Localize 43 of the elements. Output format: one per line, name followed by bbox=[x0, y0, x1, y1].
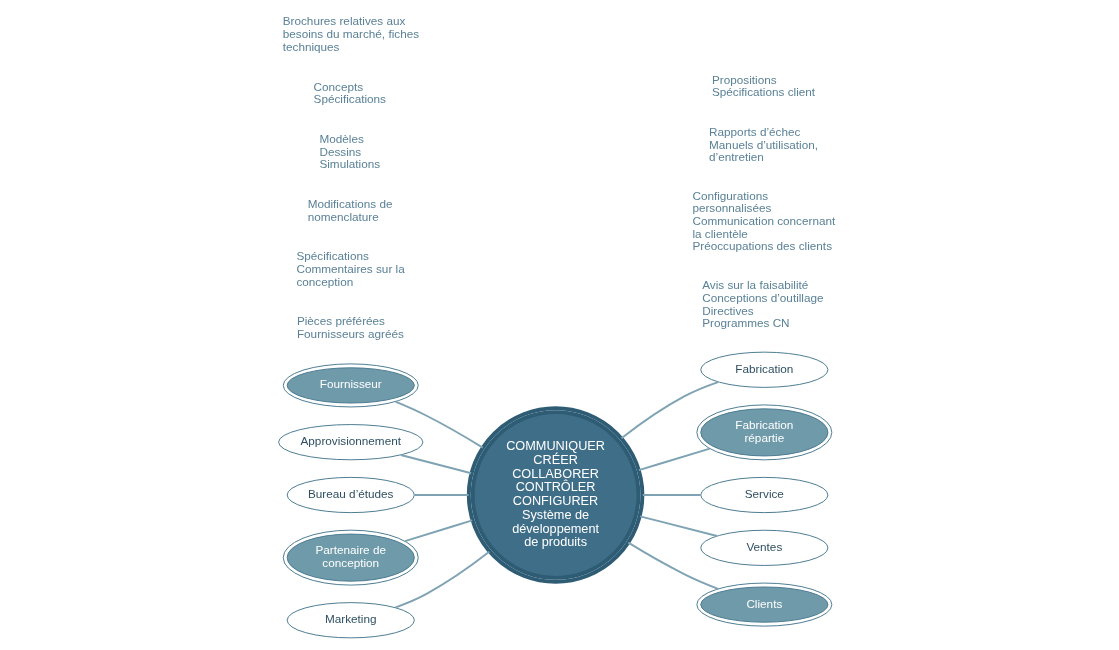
label: Fournisseurs agréés bbox=[296, 327, 404, 341]
label: Manuels d’utilisation, d’entretien bbox=[709, 137, 818, 164]
node-ellipse: Bureau d’études bbox=[286, 476, 415, 514]
node-ellipse: Fabrication répartie bbox=[696, 404, 833, 461]
label: Programmes CN bbox=[702, 316, 790, 330]
node-ellipse: Fabrication bbox=[700, 351, 829, 388]
label: Pièces préférées bbox=[296, 314, 385, 328]
connector bbox=[394, 400, 484, 449]
label: Concepts bbox=[313, 79, 364, 93]
label: Spécifications bbox=[313, 92, 386, 106]
connector bbox=[399, 453, 473, 475]
label: Spécifications bbox=[296, 249, 369, 263]
node-circle: COMMUNIQUER CRÉER COLLABORER CONTRÔLER CONFIGURER Système de développement de produits bbox=[466, 406, 645, 584]
connector bbox=[627, 541, 720, 590]
label: Avis sur la faisabilité bbox=[702, 278, 809, 292]
connector bbox=[413, 494, 470, 496]
label: Propositions bbox=[712, 72, 777, 86]
node-ellipse: Ventes bbox=[700, 529, 829, 566]
node-ellipse: Approvisionnement bbox=[278, 424, 424, 461]
label: Communication concernant la clientèle bbox=[692, 214, 836, 240]
node-ellipse: Partenaire de conception bbox=[282, 529, 419, 586]
label: Rapports d’échec bbox=[709, 125, 801, 139]
label: Simulations bbox=[319, 157, 381, 171]
connector bbox=[639, 515, 718, 537]
label: Conceptions d’outillage bbox=[702, 290, 824, 304]
node-ellipse: Fournisseur bbox=[282, 363, 419, 408]
label: Modifications de nomenclature bbox=[307, 196, 393, 223]
label: Configurations personnalisées bbox=[692, 188, 772, 215]
label: Directives bbox=[702, 303, 754, 317]
connector bbox=[404, 519, 474, 543]
node-ellipse: Marketing bbox=[286, 602, 415, 639]
node-ellipse: Service bbox=[700, 476, 829, 514]
label: Commentaires sur la conception bbox=[296, 262, 405, 288]
label: Préoccupations des clients bbox=[692, 239, 833, 253]
connector bbox=[637, 447, 711, 472]
connector bbox=[641, 494, 702, 496]
connector bbox=[394, 550, 491, 609]
connector bbox=[620, 381, 720, 440]
label: Dessins bbox=[319, 144, 362, 158]
node-ellipse: Clients bbox=[696, 582, 833, 627]
label: Spécifications client bbox=[712, 85, 816, 99]
label: Brochures relatives aux besoins du marché, fiches techniques bbox=[282, 14, 420, 53]
label: Modèles bbox=[319, 131, 364, 145]
